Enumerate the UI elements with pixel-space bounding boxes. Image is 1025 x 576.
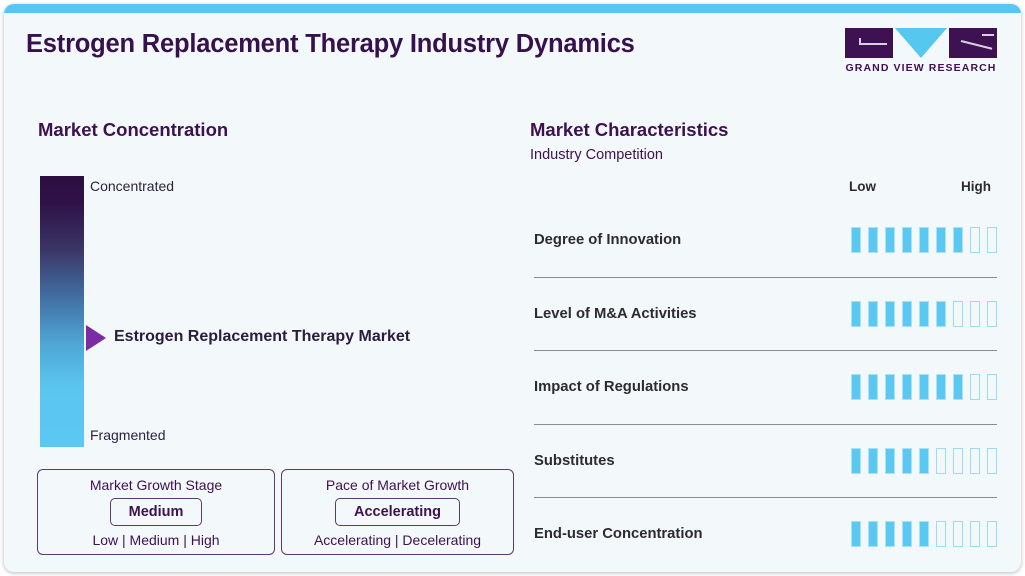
rating-tick-filled bbox=[868, 227, 878, 254]
scale-label-concentrated: Concentrated bbox=[90, 178, 175, 194]
rating-bar-group bbox=[851, 521, 997, 548]
scale-label-fragmented: Fragmented bbox=[90, 427, 166, 443]
rating-tick-filled bbox=[851, 374, 861, 401]
rating-tick-filled bbox=[902, 227, 912, 254]
rating-tick-empty bbox=[936, 447, 946, 474]
characteristic-label: Impact of Regulations bbox=[534, 379, 689, 396]
rating-bar-group bbox=[851, 227, 997, 254]
rating-tick-empty bbox=[970, 521, 980, 548]
logo-wordmark: GRAND VIEW RESEARCH bbox=[845, 62, 997, 74]
pace-of-market-growth-box: Pace of Market Growth Accelerating Accel… bbox=[281, 469, 514, 555]
market-characteristics-title: Market Characteristics bbox=[530, 119, 729, 140]
rating-tick-filled bbox=[851, 227, 861, 254]
rating-bar-group bbox=[851, 300, 997, 327]
rating-tick-filled bbox=[902, 300, 912, 327]
rating-tick-empty bbox=[970, 447, 980, 474]
rating-tick-empty bbox=[953, 447, 963, 474]
rating-tick-filled bbox=[936, 300, 946, 327]
rating-tick-filled bbox=[851, 447, 861, 474]
market-growth-stage-value: Medium bbox=[109, 497, 203, 526]
rating-scale-high-label: High bbox=[961, 179, 991, 194]
rating-tick-filled bbox=[885, 521, 895, 548]
rating-tick-empty bbox=[970, 374, 980, 401]
rating-tick-filled bbox=[868, 300, 878, 327]
rating-tick-filled bbox=[868, 521, 878, 548]
concentration-gradient-scale bbox=[40, 176, 84, 447]
rating-tick-filled bbox=[885, 300, 895, 327]
characteristic-row: Level of M&A Activities bbox=[534, 276, 997, 351]
characteristic-row: Degree of Innovation bbox=[534, 204, 997, 277]
logo-right-notch-diagonal bbox=[960, 40, 993, 50]
logo-marks bbox=[845, 28, 997, 58]
logo-left-notch-horizontal bbox=[859, 43, 887, 45]
rating-tick-filled bbox=[919, 521, 929, 548]
rating-tick-filled bbox=[902, 374, 912, 401]
pace-of-market-growth-value: Accelerating bbox=[334, 497, 461, 526]
rating-bar-group bbox=[851, 374, 997, 401]
top-accent-bar bbox=[4, 4, 1021, 13]
rating-tick-empty bbox=[970, 300, 980, 327]
grand-view-research-logo: GRAND VIEW RESEARCH bbox=[845, 28, 997, 76]
rating-tick-filled bbox=[919, 374, 929, 401]
market-characteristics-subtitle: Industry Competition bbox=[530, 147, 663, 163]
logo-right-block-icon bbox=[949, 28, 997, 58]
market-concentration-title: Market Concentration bbox=[38, 119, 229, 140]
logo-left-block-icon bbox=[845, 28, 893, 58]
infographic-card: Estrogen Replacement Therapy Industry Dy… bbox=[4, 4, 1021, 572]
market-growth-stage-title: Market Growth Stage bbox=[89, 476, 223, 493]
characteristic-label: End-user Concentration bbox=[534, 526, 703, 543]
rating-tick-filled bbox=[902, 447, 912, 474]
rating-tick-filled bbox=[953, 374, 963, 401]
logo-left-notch-vertical bbox=[859, 38, 861, 44]
logo-right-notch-bar bbox=[982, 34, 994, 36]
rating-tick-empty bbox=[970, 227, 980, 254]
rating-tick-filled bbox=[885, 374, 895, 401]
market-growth-stage-box: Market Growth Stage Medium Low | Medium … bbox=[37, 469, 275, 555]
characteristic-row: Impact of Regulations bbox=[534, 350, 997, 424]
rating-tick-empty bbox=[953, 300, 963, 327]
rating-tick-filled bbox=[851, 300, 861, 327]
rating-tick-empty bbox=[987, 227, 997, 254]
characteristic-label: Substitutes bbox=[534, 452, 615, 469]
rating-bar-group bbox=[851, 447, 997, 474]
rating-tick-filled bbox=[902, 521, 912, 548]
rating-tick-empty bbox=[987, 521, 997, 548]
characteristic-row: End-user Concentration bbox=[534, 497, 997, 571]
rating-tick-empty bbox=[987, 447, 997, 474]
pace-of-market-growth-scale: Accelerating | Decelerating bbox=[313, 531, 482, 548]
rating-tick-filled bbox=[936, 374, 946, 401]
rating-tick-filled bbox=[919, 227, 929, 254]
rating-tick-empty bbox=[987, 300, 997, 327]
rating-tick-filled bbox=[953, 227, 963, 254]
market-position-label: Estrogen Replacement Therapy Market bbox=[114, 328, 411, 345]
logo-triangle-icon bbox=[895, 28, 947, 58]
rating-tick-filled bbox=[919, 300, 929, 327]
rating-tick-empty bbox=[953, 521, 963, 548]
characteristic-label: Level of M&A Activities bbox=[534, 305, 697, 322]
rating-tick-filled bbox=[868, 447, 878, 474]
rating-scale-low-label: Low bbox=[849, 179, 876, 194]
rating-tick-filled bbox=[885, 227, 895, 254]
rating-tick-filled bbox=[851, 521, 861, 548]
characteristic-label: Degree of Innovation bbox=[534, 232, 682, 249]
rating-tick-empty bbox=[936, 521, 946, 548]
rating-tick-filled bbox=[936, 227, 946, 254]
rating-tick-filled bbox=[919, 447, 929, 474]
rating-tick-filled bbox=[868, 374, 878, 401]
pace-of-market-growth-title: Pace of Market Growth bbox=[325, 476, 470, 493]
characteristic-row: Substitutes bbox=[534, 423, 997, 498]
rating-tick-empty bbox=[987, 374, 997, 401]
page-title: Estrogen Replacement Therapy Industry Dy… bbox=[26, 30, 635, 58]
rating-tick-filled bbox=[885, 447, 895, 474]
market-position-arrow-icon bbox=[86, 325, 106, 351]
market-growth-stage-scale: Low | Medium | High bbox=[92, 531, 220, 548]
